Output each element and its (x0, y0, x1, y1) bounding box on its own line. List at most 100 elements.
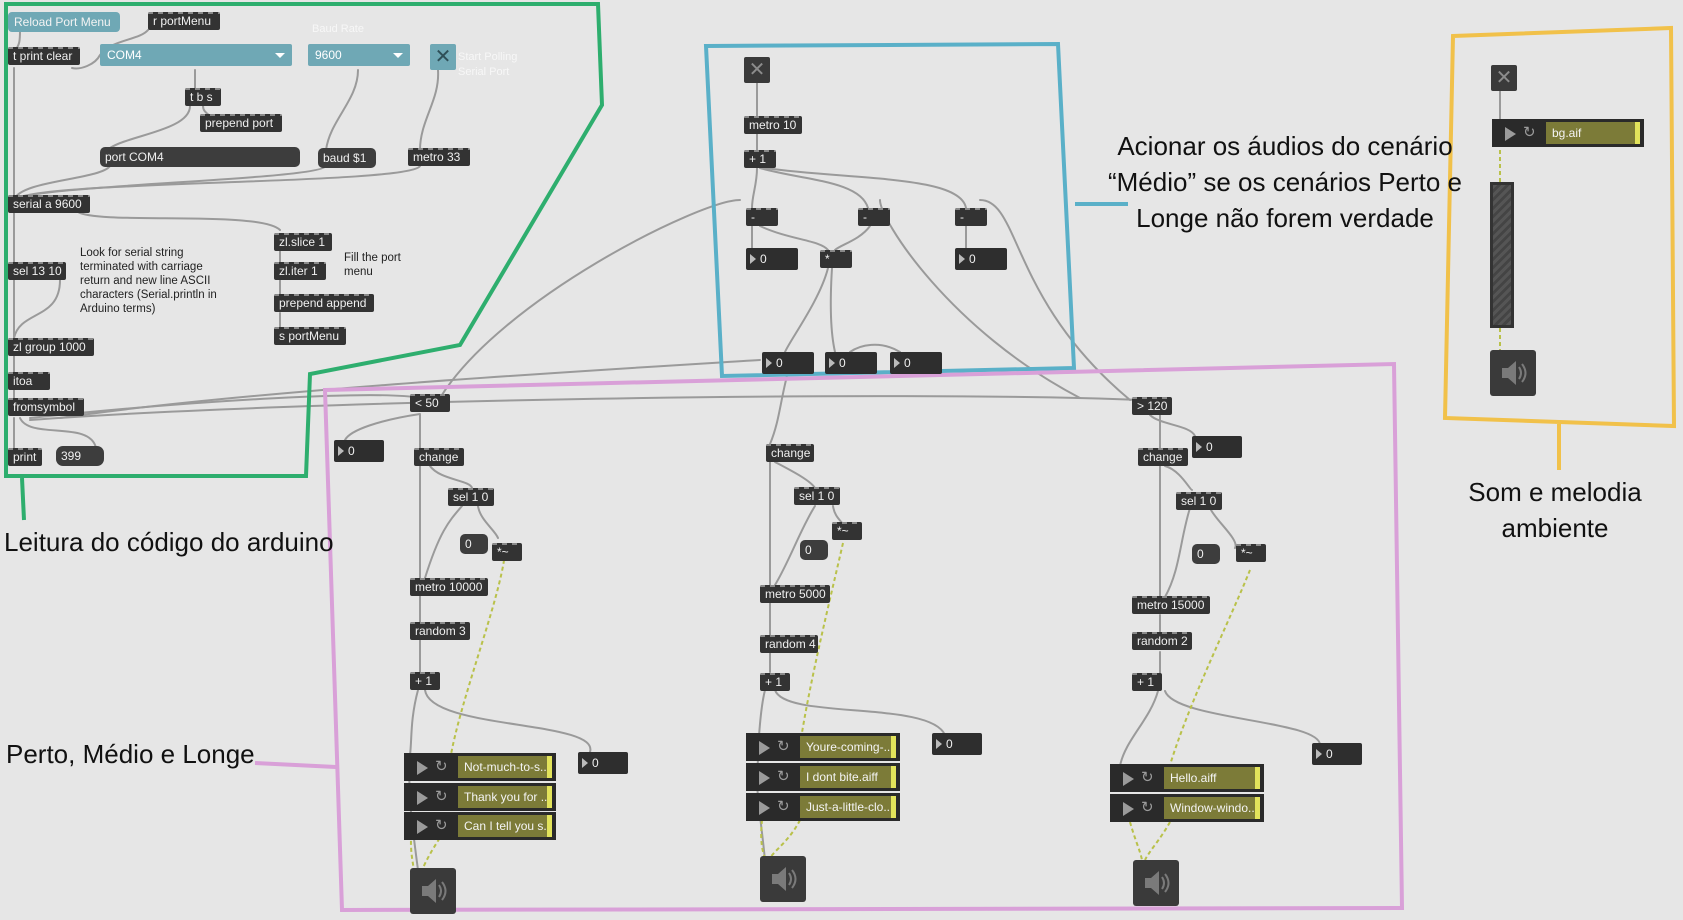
perto-output-number[interactable]: 0 (578, 752, 628, 774)
longe-change-object[interactable]: change (1138, 448, 1188, 466)
t-b-s-object[interactable]: t b s (185, 88, 221, 106)
ambiente-audio-output[interactable] (1490, 350, 1536, 396)
minus-object-c[interactable]: - (955, 208, 987, 226)
medio-file-player-1[interactable]: ↻Youre-coming-... (746, 733, 900, 761)
serial-object[interactable]: serial a 9600 (8, 195, 90, 213)
ambiente-label-line-1: Som e melodia (1468, 477, 1642, 507)
medio-zero-message[interactable]: 0 (800, 540, 828, 560)
zl-iter-object[interactable]: zl.iter 1 (274, 262, 326, 280)
play-icon[interactable] (417, 820, 428, 834)
loop-icon[interactable]: ↻ (777, 768, 790, 785)
itoa-object[interactable]: itoa (8, 372, 50, 390)
baud-message[interactable]: baud $1 (318, 148, 376, 168)
perto-times-signal-object[interactable]: *~ (492, 543, 522, 561)
perto-plus-1-object[interactable]: + 1 (410, 672, 440, 690)
medio-sel-object[interactable]: sel 1 0 (794, 487, 840, 505)
perto-random-object[interactable]: random 3 (410, 622, 470, 640)
ambiente-gain-slider[interactable] (1490, 182, 1514, 328)
medio-output-number[interactable]: 0 (932, 733, 982, 755)
print-object[interactable]: print (8, 448, 42, 466)
loop-icon[interactable]: ↻ (1523, 124, 1536, 141)
perto-change-object[interactable]: change (414, 448, 464, 466)
ambiente-toggle[interactable]: ✕ (1491, 65, 1517, 91)
r-portmenu-object[interactable]: r portMenu (148, 12, 220, 30)
loop-icon[interactable]: ↻ (435, 788, 448, 805)
longe-random-object[interactable]: random 2 (1132, 632, 1192, 650)
value-message-399[interactable]: 399 (56, 446, 104, 466)
port-menu[interactable]: COM4 (100, 44, 292, 66)
number-box-b[interactable]: 0 (825, 352, 877, 374)
number-box-a[interactable]: 0 (746, 248, 798, 270)
number-box-c[interactable]: 0 (955, 248, 1007, 270)
longe-plus-1-object[interactable]: + 1 (1132, 673, 1162, 691)
times-object[interactable]: * (820, 250, 852, 268)
perto-file-player-1[interactable]: ↻Not-much-to-s... (404, 753, 556, 781)
play-icon[interactable] (759, 771, 770, 785)
play-icon[interactable] (1123, 802, 1134, 816)
zl-slice-object[interactable]: zl.slice 1 (274, 233, 332, 251)
minus-object-b[interactable]: - (858, 208, 890, 226)
metro-10-object[interactable]: metro 10 (744, 116, 802, 134)
medio-audio-output[interactable] (760, 856, 806, 902)
perto-audio-output[interactable] (410, 868, 456, 914)
play-icon[interactable] (759, 801, 770, 815)
perto-zero-message[interactable]: 0 (460, 534, 488, 554)
perto-metro-object[interactable]: metro 10000 (410, 578, 488, 596)
longe-compare-number[interactable]: 0 (1192, 436, 1242, 458)
ambiente-label-line-2: ambiente (1501, 513, 1609, 543)
longe-metro-object[interactable]: metro 15000 (1132, 596, 1210, 614)
t-print-clear-object[interactable]: t print clear (8, 47, 80, 65)
reload-port-menu-button[interactable]: Reload Port Menu (8, 12, 120, 32)
longe-audio-output[interactable] (1133, 860, 1179, 906)
loop-icon[interactable]: ↻ (435, 817, 448, 834)
start-polling-toggle[interactable]: ✕ (430, 44, 456, 70)
ambiente-file-player[interactable]: ↻bg.aif (1492, 119, 1644, 147)
perto-file-player-3[interactable]: ↻Can I tell you s... (404, 812, 556, 840)
metro-33-object[interactable]: metro 33 (408, 148, 470, 166)
perto-compare-number[interactable]: 0 (334, 440, 384, 462)
s-portmenu-object[interactable]: s portMenu (274, 327, 346, 345)
loop-icon[interactable]: ↻ (777, 798, 790, 815)
number-box-e[interactable]: 0 (890, 352, 942, 374)
longe-file-player-2[interactable]: ↻Window-windo... (1110, 794, 1264, 822)
baud-menu[interactable]: 9600 (308, 44, 410, 66)
sel-13-10-object[interactable]: sel 13 10 (8, 262, 66, 280)
play-icon[interactable] (417, 761, 428, 775)
longe-zero-message[interactable]: 0 (1192, 544, 1220, 564)
number-box-d[interactable]: 0 (762, 352, 814, 374)
loop-icon[interactable]: ↻ (435, 758, 448, 775)
loop-icon[interactable]: ↻ (777, 738, 790, 755)
plus-1-object[interactable]: + 1 (744, 150, 776, 168)
play-icon[interactable] (417, 791, 428, 805)
zl-group-object[interactable]: zl group 1000 (8, 338, 94, 356)
loop-icon[interactable]: ↻ (1141, 799, 1154, 816)
medio-file-player-2[interactable]: ↻ I dont bite.aiff (746, 763, 900, 791)
medio-plus-1-object[interactable]: + 1 (760, 673, 790, 691)
start-polling-label: Start Polling Serial Port (458, 51, 518, 78)
less-than-50-object[interactable]: < 50 (410, 394, 450, 412)
longe-output-number[interactable]: 0 (1312, 743, 1362, 765)
prepend-append-object[interactable]: prepend append (274, 294, 374, 312)
file-name: I dont bite.aiff (800, 766, 896, 788)
greater-than-120-object[interactable]: > 120 (1132, 397, 1172, 415)
medio-change-object[interactable]: change (766, 444, 814, 462)
fromsymbol-object[interactable]: fromsymbol (8, 398, 84, 416)
loop-icon[interactable]: ↻ (1141, 769, 1154, 786)
medio-random-object[interactable]: random 4 (760, 635, 818, 653)
medio-toggle[interactable]: ✕ (744, 57, 770, 83)
longe-sel-object[interactable]: sel 1 0 (1176, 492, 1222, 510)
minus-object-a[interactable]: - (746, 208, 778, 226)
play-icon[interactable] (1123, 772, 1134, 786)
longe-file-player-1[interactable]: ↻Hello.aiff (1110, 764, 1264, 792)
perto-file-player-2[interactable]: ↻Thank you for ... (404, 783, 556, 811)
longe-times-signal-object[interactable]: *~ (1236, 544, 1266, 562)
medio-times-signal-object[interactable]: *~ (832, 522, 862, 540)
medio-metro-object[interactable]: metro 5000 (760, 585, 830, 603)
perto-sel-object[interactable]: sel 1 0 (448, 488, 494, 506)
play-icon[interactable] (759, 741, 770, 755)
medio-file-player-3[interactable]: ↻Just-a-little-clo... (746, 793, 900, 821)
play-icon[interactable] (1505, 127, 1516, 141)
port-message[interactable]: port COM4 (100, 147, 300, 167)
prepend-port-object[interactable]: prepend port (200, 114, 282, 132)
